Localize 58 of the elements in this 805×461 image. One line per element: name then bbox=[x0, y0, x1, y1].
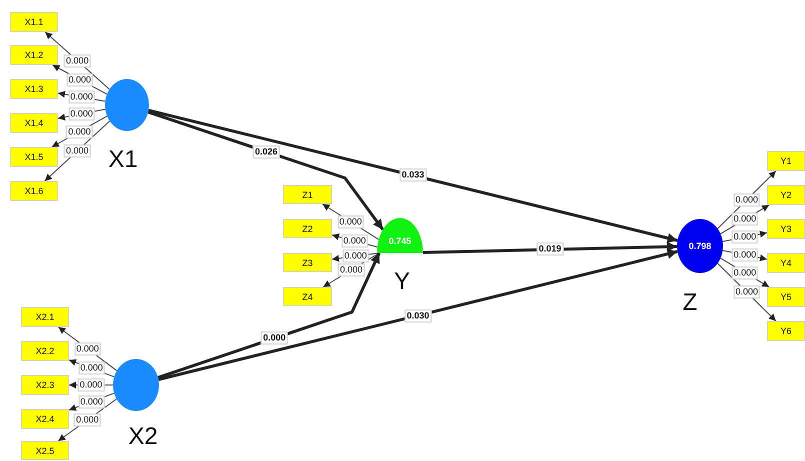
indicator-box: X1.3 bbox=[10, 79, 58, 99]
variable-name: X1 bbox=[107, 147, 139, 173]
edge-label: 0.000 bbox=[74, 413, 101, 426]
indicator-box: X2.2 bbox=[21, 341, 69, 361]
edge-label: 0.000 bbox=[68, 107, 95, 120]
edge-label: 0.000 bbox=[341, 234, 368, 248]
edge-label: 0.033 bbox=[400, 168, 426, 182]
edge-label: 0.000 bbox=[338, 264, 364, 276]
indicator-box: Y6 bbox=[767, 321, 805, 341]
r-squared-value: 0.745 bbox=[388, 236, 412, 246]
arrow bbox=[148, 108, 678, 243]
edge-label: 0.000 bbox=[64, 54, 91, 68]
indicator-box: Z2 bbox=[283, 219, 332, 238]
indicator-box: Y2 bbox=[767, 185, 805, 205]
edge-label: 0.000 bbox=[74, 342, 101, 356]
indicator-box: Z4 bbox=[283, 287, 332, 306]
indicator-box: Y5 bbox=[767, 287, 805, 307]
indicator-box: X2.4 bbox=[21, 409, 69, 429]
arrow bbox=[148, 110, 384, 230]
edge-label: 0.000 bbox=[337, 215, 364, 228]
indicator-box: X1.4 bbox=[10, 113, 58, 133]
arrow bbox=[158, 252, 381, 380]
indicator-box: X2.1 bbox=[21, 307, 69, 327]
indicator-box: Z1 bbox=[283, 185, 332, 204]
edge-label: 0.000 bbox=[732, 212, 758, 226]
variable-name: Y bbox=[392, 269, 411, 295]
indicator-box: X1.6 bbox=[10, 181, 58, 201]
edge-label: 0.000 bbox=[68, 90, 95, 104]
indicator-box: X1.1 bbox=[10, 12, 58, 32]
arrow bbox=[158, 249, 678, 381]
edge-label: 0.026 bbox=[253, 145, 280, 158]
arrow bbox=[422, 242, 678, 254]
indicator-box: X2.5 bbox=[21, 441, 69, 460]
edge-label: 0.000 bbox=[342, 250, 369, 263]
edge-label: 0.000 bbox=[66, 73, 94, 86]
indicator-box: Z3 bbox=[283, 253, 332, 272]
edge-label: 0.000 bbox=[78, 395, 105, 408]
edge-label: 0.000 bbox=[732, 248, 758, 262]
indicator-box: Y3 bbox=[767, 219, 805, 239]
indicator-box: Y4 bbox=[767, 253, 805, 273]
variable-name: Z bbox=[682, 290, 698, 316]
indicator-box: X2.3 bbox=[21, 375, 69, 395]
r-squared-value: 0.798 bbox=[688, 241, 712, 251]
indicator-box: X1.2 bbox=[10, 45, 58, 65]
edge-label: 0.030 bbox=[404, 309, 432, 322]
indicator-box: Y1 bbox=[767, 151, 805, 171]
indicator-box: X1.5 bbox=[10, 147, 58, 167]
variable-name: X2 bbox=[127, 424, 159, 450]
edge-label: 0.000 bbox=[733, 193, 760, 206]
edge-label: 0.000 bbox=[261, 332, 288, 345]
edge-label: 0.000 bbox=[733, 286, 760, 299]
edge-label: 0.000 bbox=[66, 125, 93, 138]
edge-label: 0.000 bbox=[732, 230, 758, 244]
edge-label: 0.000 bbox=[78, 378, 104, 392]
edge-label: 0.019 bbox=[536, 242, 564, 256]
edge-label: 0.000 bbox=[732, 266, 758, 280]
edge-label: 0.000 bbox=[64, 144, 90, 158]
edge-label: 0.000 bbox=[78, 362, 105, 375]
